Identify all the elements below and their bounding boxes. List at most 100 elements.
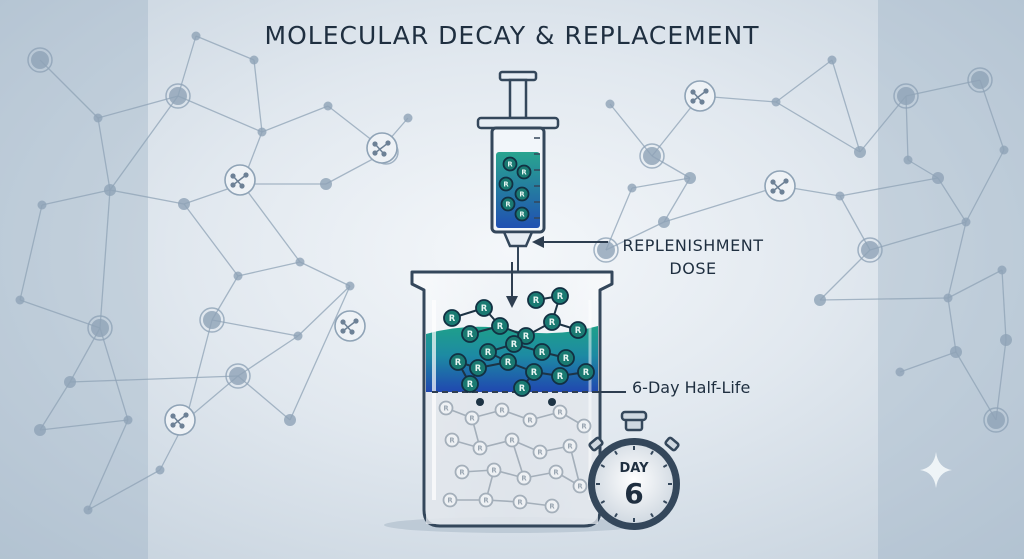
molecule-marker: R — [539, 347, 546, 357]
network-node — [1000, 334, 1012, 346]
network-node — [943, 293, 953, 303]
syringe-molecule: R — [500, 196, 516, 212]
decayed-molecule: R — [562, 438, 578, 454]
stopwatch-tick — [600, 500, 606, 504]
network-node — [257, 127, 267, 137]
molecule-marker: R — [583, 367, 590, 377]
network-edge — [297, 285, 351, 337]
network-edge — [253, 59, 263, 133]
network-node-ring — [87, 315, 113, 341]
active-molecule: R — [461, 325, 479, 343]
molecule-badge-icon — [224, 164, 256, 196]
network-node-ring — [199, 307, 225, 333]
network-edge — [99, 189, 111, 329]
molecule-marker: R — [481, 303, 488, 313]
half-life-label: 6-Day Half-Life — [632, 378, 751, 397]
active-molecule: R — [443, 309, 461, 327]
network-node — [987, 411, 1005, 429]
network-edge — [261, 105, 329, 133]
decayed-molecule: R — [512, 494, 528, 510]
molecule-marker: R — [549, 502, 555, 510]
decayed-molecule: R — [576, 418, 592, 434]
network-edge — [299, 261, 351, 287]
replenishment-dose-label: REPLENISHMENT DOSE — [612, 234, 774, 280]
network-edge — [69, 375, 239, 383]
stopwatch-tick — [614, 512, 618, 518]
network-edge — [211, 319, 299, 337]
decayed-molecule: R — [454, 464, 470, 480]
molecule-marker: R — [531, 367, 538, 377]
network-node — [971, 71, 989, 89]
decayed-molecule: R — [478, 492, 494, 508]
active-molecule: R — [469, 359, 487, 377]
syringe-graduations — [534, 137, 540, 219]
molecule-marker: R — [519, 210, 525, 218]
network-node — [191, 31, 201, 41]
network-node — [932, 172, 944, 184]
molecule-marker: R — [517, 498, 523, 506]
network-node-ring — [639, 143, 665, 169]
dose-flow-arrowhead — [506, 296, 518, 308]
syringe-molecule: R — [516, 164, 532, 180]
molecule-marker: R — [499, 406, 505, 414]
molecule-marker: R — [537, 448, 543, 456]
molecule-marker: R — [449, 436, 455, 444]
network-edge — [39, 59, 99, 119]
active-molecule: R — [461, 375, 479, 393]
molecule-marker: R — [557, 408, 563, 416]
network-edge — [947, 297, 957, 353]
network-node-ring — [27, 47, 53, 73]
network-edge — [605, 187, 633, 251]
decayed-molecule: R — [438, 400, 454, 416]
network-node — [605, 99, 615, 109]
stopwatch-tick — [650, 512, 654, 518]
network-node-ring — [983, 407, 1009, 433]
molecule-marker: R — [519, 190, 525, 198]
network-edge — [955, 351, 997, 421]
network-edge — [19, 299, 101, 329]
molecule-marker: R — [455, 357, 462, 367]
decayed-molecule: R — [572, 478, 588, 494]
decayed-molecule: R — [552, 404, 568, 420]
network-node — [284, 414, 296, 426]
syringe-molecule: R — [514, 206, 530, 222]
stopwatch-value: 6 — [624, 477, 643, 510]
network-edge — [1001, 269, 1007, 341]
network-edge — [41, 189, 111, 206]
molecule-marker: R — [483, 496, 489, 504]
molecule-marker: R — [553, 468, 559, 476]
network-edge — [183, 203, 239, 277]
active-molecule: R — [499, 353, 517, 371]
molecule-marker: R — [521, 474, 527, 482]
molecule-marker: R — [467, 329, 474, 339]
network-node — [34, 424, 46, 436]
molecule-marker: R — [577, 482, 583, 490]
active-molecule: R — [551, 367, 569, 385]
network-edge — [99, 327, 129, 421]
network-edge — [69, 327, 101, 383]
network-edge — [605, 221, 665, 251]
network-edge — [775, 59, 833, 103]
syringe-molecule: R — [498, 176, 514, 192]
molecule-badge-icon — [334, 310, 366, 342]
decayed-molecule: R — [504, 432, 520, 448]
active-molecule: R — [577, 363, 595, 381]
active-molecule: R — [527, 291, 545, 309]
molecule-marker: R — [475, 363, 482, 373]
network-edge — [241, 183, 301, 263]
active-molecule: R — [569, 321, 587, 339]
network-edges — [19, 35, 1007, 511]
molecule-marker: R — [507, 160, 513, 168]
network-edge — [839, 177, 939, 197]
stopwatch-label: DAY — [619, 461, 649, 476]
network-edge — [97, 95, 179, 119]
molecule-marker: R — [557, 371, 564, 381]
network-node — [295, 257, 305, 267]
replenishment-arrowhead — [532, 236, 544, 248]
decayed-molecule: R — [472, 440, 488, 456]
network-edge — [237, 261, 301, 277]
network-node — [997, 265, 1007, 275]
active-molecule: R — [551, 287, 569, 305]
